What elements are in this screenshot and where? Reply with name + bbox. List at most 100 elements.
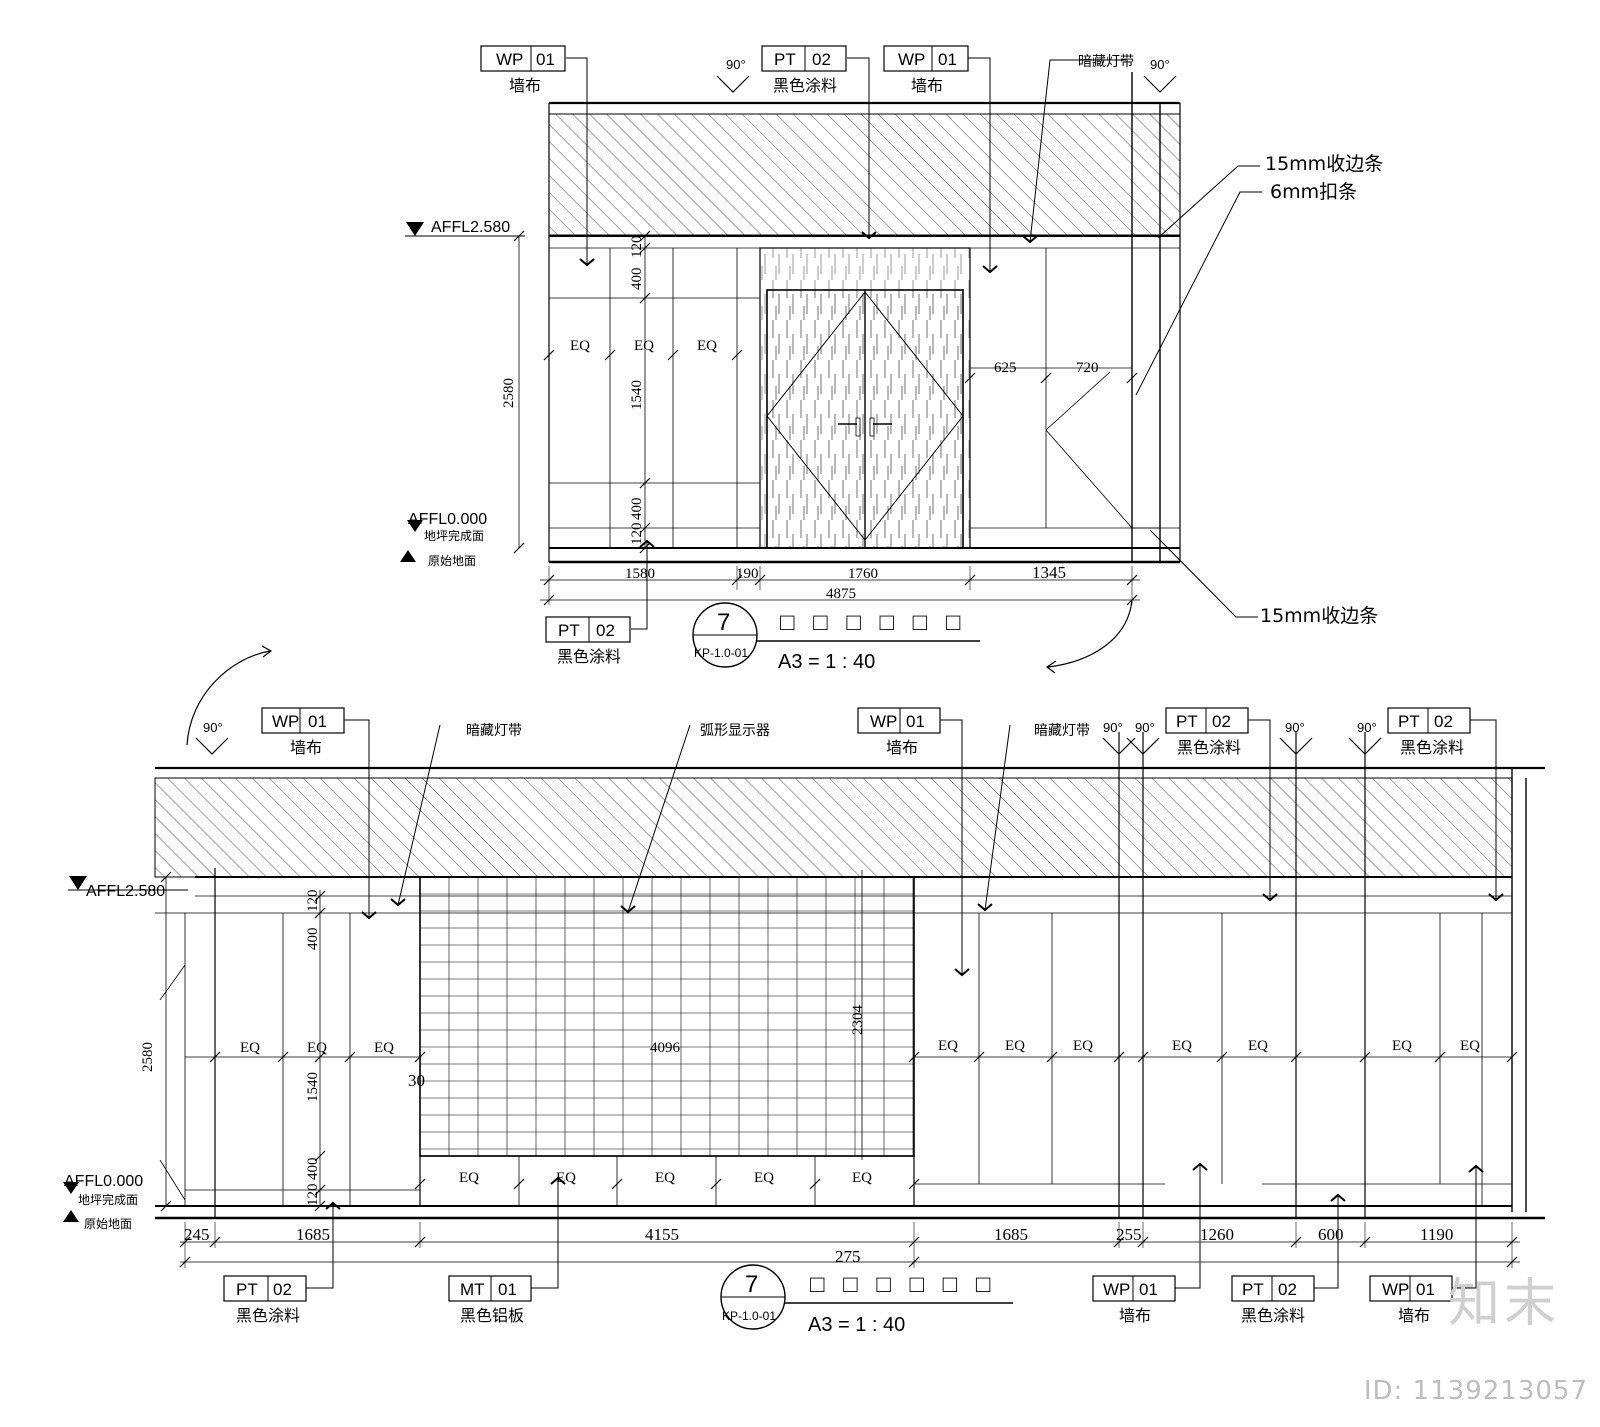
tag-code: PT — [236, 1280, 258, 1299]
dim-height: 400 — [305, 1158, 321, 1181]
dim-gap: 30 — [408, 1071, 425, 1090]
dim-tick — [639, 292, 651, 304]
dim-eq: EQ — [459, 1170, 479, 1186]
tag-description: 黑色涂料 — [773, 76, 837, 95]
tag-description: 黑色涂料 — [557, 647, 621, 666]
bottom-tag-wp01-d: WP 01 墙布 — [1369, 1275, 1453, 1325]
dim-eq: EQ — [938, 1038, 958, 1054]
dim-tick — [414, 1051, 426, 1063]
level-marker-floor: AFFL0.000 — [408, 511, 487, 528]
dim-tick — [611, 1178, 623, 1190]
dim-tick — [964, 574, 976, 586]
leader-arrowhead — [1468, 1164, 1484, 1173]
level-marker-top: AFFL2.580 — [431, 219, 510, 236]
dim-tick — [543, 574, 555, 586]
leader-line — [1157, 165, 1260, 239]
led-strip-label: 暗藏灯带 — [1034, 723, 1090, 739]
tag-description: 墙布 — [911, 76, 943, 95]
dim-tick — [314, 1184, 326, 1196]
dim-tick — [1506, 1051, 1518, 1063]
leader-line — [1135, 191, 1262, 396]
leader-arrowhead — [1192, 1162, 1208, 1171]
dim-tick — [1506, 1256, 1518, 1268]
leader-arrowhead — [620, 905, 636, 914]
dim-tick — [179, 1256, 191, 1268]
dim-tick — [908, 1236, 920, 1248]
dim-width: 1685 — [296, 1225, 330, 1244]
bottom-title-block: 7 KP-1.0-01 □ □ □ □ □ □ A3 = 1 : 40 — [720, 1264, 1013, 1336]
rotate-arrow-right — [1047, 599, 1133, 668]
leader-arrowhead — [1330, 1193, 1346, 1202]
dim-tick — [1040, 372, 1052, 384]
tag-number: 01 — [906, 712, 925, 731]
top-ceiling-hatch — [548, 113, 1181, 236]
angle-label: 90° — [203, 720, 223, 735]
dim-width: 255 — [1116, 1225, 1142, 1244]
dim-height: 400 — [629, 498, 645, 521]
leader-line — [627, 724, 691, 913]
dim-tick — [160, 1200, 172, 1212]
level-triangle — [407, 520, 423, 532]
floor-finish-label: 地坪完成面 — [78, 1192, 138, 1207]
dim-height: 400 — [305, 928, 321, 951]
dim-tick — [1434, 1051, 1446, 1063]
dim-height: 1540 — [305, 1072, 321, 1102]
tag-description: 墙布 — [1119, 1306, 1151, 1325]
leader-arrowhead — [390, 898, 406, 907]
dim-display-width: 4096 — [650, 1040, 681, 1056]
view-angle-marker — [716, 75, 750, 93]
level-triangle — [406, 222, 424, 236]
bottom-tag-wp01-c: WP 01 墙布 — [1092, 1275, 1176, 1325]
leader-arrowhead — [550, 1176, 566, 1185]
dim-eq: EQ — [852, 1170, 872, 1186]
dim-tick — [973, 1051, 985, 1063]
bottom-tag-pt02-a: PT 02 黑色涂料 — [1165, 707, 1249, 757]
edge-trim-label: 15mm收边条 — [1265, 153, 1383, 175]
dim-tick — [1290, 1051, 1302, 1063]
leader-line — [397, 724, 441, 906]
leader-arrowhead — [325, 1201, 341, 1210]
dim-eq: EQ — [570, 338, 590, 354]
tag-code: WP — [272, 712, 299, 731]
watermark-id: ID: 1139213057 — [1363, 1376, 1588, 1406]
leader-arrowhead — [361, 911, 377, 920]
angle-label: 90° — [1357, 720, 1377, 735]
tag-description: 墙布 — [886, 738, 918, 757]
dim-width: 1760 — [848, 566, 878, 582]
dim-width: 720 — [1076, 360, 1099, 376]
dim-tick — [1290, 1236, 1302, 1248]
view-angle-marker — [1102, 737, 1136, 755]
dim-tick — [314, 1200, 326, 1212]
bottom-tag-pt02-d: PT 02 黑色涂料 — [1231, 1275, 1315, 1325]
top-tag-pt02-b: PT 02 黑色涂料 — [545, 616, 631, 666]
dim-tick — [160, 871, 172, 883]
bottom-elevation — [154, 732, 1545, 1268]
dim-eq: EQ — [697, 338, 717, 354]
dim-eq: EQ — [634, 338, 654, 354]
dim-tick — [639, 477, 651, 489]
dim-width: 1190 — [1420, 1225, 1453, 1244]
dim-eq: EQ — [240, 1040, 260, 1056]
dim-tick — [513, 1178, 525, 1190]
level-triangle — [400, 550, 416, 562]
rotate-arrow-left — [186, 650, 271, 746]
dim-tick — [754, 574, 766, 586]
tag-description: 黑色涂料 — [1241, 1306, 1305, 1325]
sheet-reference: KP-1.0-01 — [722, 1309, 776, 1323]
tag-code: PT — [558, 621, 580, 640]
display-label: 弧形显示器 — [700, 723, 770, 739]
drawing-number: 7 — [717, 609, 730, 636]
leader-line — [1470, 719, 1497, 900]
tag-number: 02 — [596, 621, 615, 640]
dim-tick — [1137, 1051, 1149, 1063]
leader-arrowhead — [1022, 235, 1038, 244]
top-tag-wp01-a: WP 01 墙布 — [480, 45, 566, 95]
dim-tick — [543, 594, 555, 606]
dim-eq: EQ — [1248, 1038, 1268, 1054]
dim-tick — [314, 1150, 326, 1162]
angle-label: 90° — [1135, 720, 1155, 735]
dim-width: 1580 — [625, 566, 655, 582]
leader-line — [1452, 1166, 1477, 1289]
dim-height: 120 — [629, 236, 645, 259]
